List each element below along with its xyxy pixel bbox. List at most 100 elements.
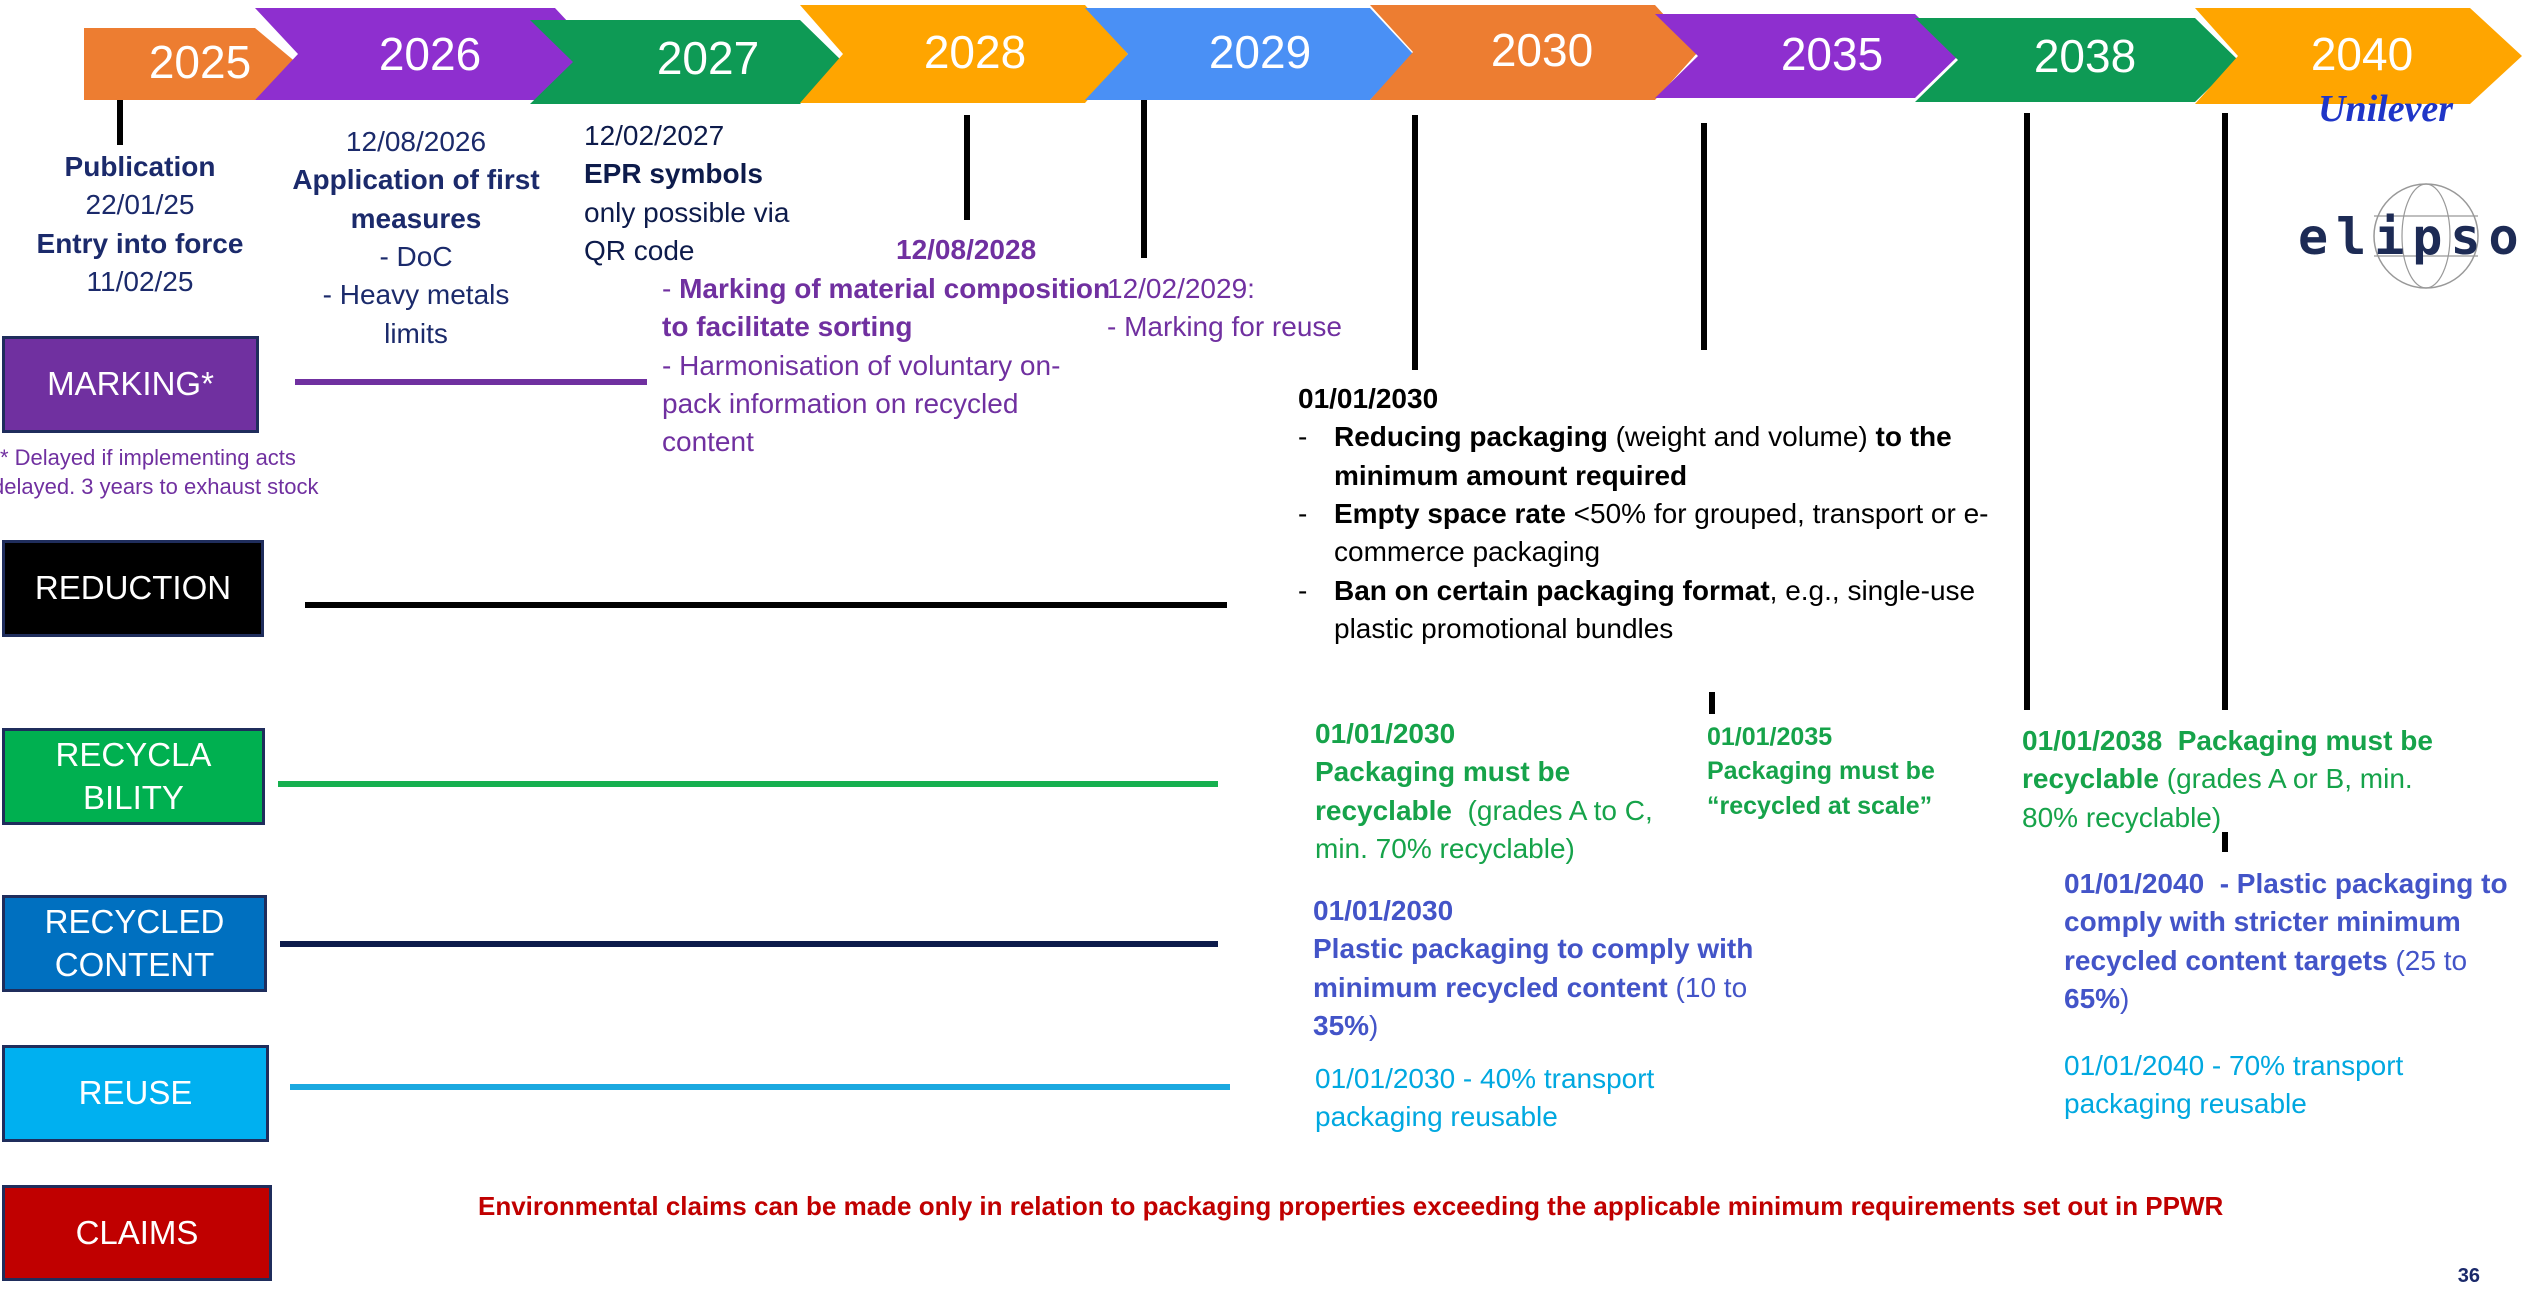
marking-note-line2: delayed. 3 years to exhaust stock <box>0 473 319 499</box>
year-2027: 2027 <box>657 32 759 84</box>
category-recycled-line2: CONTENT <box>54 945 215 983</box>
category-recycled-content: RECYCLED CONTENT <box>2 895 267 992</box>
milestone-2029-date: 12/02/2029: <box>1107 273 1255 304</box>
year-2026: 2026 <box>379 28 481 80</box>
page-number: 36 <box>2457 1265 2480 1287</box>
category-reduction-label: REDUCTION <box>34 569 232 607</box>
category-reuse: REUSE <box>2 1045 269 1142</box>
category-recyclability-line1: RECYCLA <box>55 735 212 773</box>
reduction-2030-item2: Empty space rate <50% for grouped, trans… <box>1298 495 2018 572</box>
milestone-2027-line3: QR code <box>584 235 695 267</box>
recycled-content-line <box>280 941 1218 947</box>
milestone-2026-item-doc: - DoC <box>379 241 453 273</box>
recyclability-2030-line1: Packaging must be <box>1315 756 1571 788</box>
unilever-logo: Unilever <box>2318 88 2454 130</box>
milestone-2028-dash: - <box>662 273 680 304</box>
reduction-2030-item3: Ban on certain packaging format, e.g., s… <box>1298 572 2018 649</box>
marker-2040 <box>2222 113 2228 710</box>
recycled-content-2030-line2: minimum recycled content (10 to <box>1313 971 1748 1003</box>
category-recycled-line1: RECYCLED <box>44 902 225 940</box>
milestone-2026: 12/08/2026 Application of first measures… <box>280 123 552 353</box>
marker-2029 <box>1141 100 1147 258</box>
recyclability-2035-line1: Packaging must be <box>1707 757 1935 786</box>
recyclability-2030-line3: min. 70% recyclable) <box>1315 833 1575 865</box>
timeline-segment-2040 <box>2195 8 2522 104</box>
year-2028: 2028 <box>924 26 1026 78</box>
recyclability-line <box>278 781 1218 787</box>
milestone-2028-item2-line2: pack information on recycled <box>662 388 1019 420</box>
reuse-2040-line1: 01/01/2040 - 70% transport <box>2064 1050 2404 1081</box>
marking-line <box>295 379 647 385</box>
reduction-2030-item1: Reducing packaging (weight and volume) t… <box>1298 418 2018 495</box>
entry-into-force-label: Entry into force <box>36 227 244 259</box>
milestone-2028-item2-line3: content <box>662 426 754 458</box>
recyclability-2038-line2: recyclable (grades A or B, min. <box>2022 763 2413 795</box>
timeline-bar: 2025 2026 2027 2028 2029 2030 2035 2038 … <box>84 5 2522 104</box>
category-recyclability: RECYCLA BILITY <box>2 728 265 825</box>
category-marking-label: MARKING* <box>47 365 214 403</box>
category-claims: CLAIMS <box>2 1185 272 1281</box>
category-reuse-label: REUSE <box>78 1074 193 1112</box>
recyclability-2038-line3: 80% recyclable) <box>2022 801 2222 833</box>
marker-2028 <box>964 115 970 220</box>
timeline-segment-2028 <box>800 5 1128 103</box>
category-reduction: REDUCTION <box>2 540 264 637</box>
recyclability-2030-date: 01/01/2030 <box>1315 718 1456 749</box>
milestone-2028-bold1: Marking of material composition <box>679 273 1111 304</box>
year-2038: 2038 <box>2034 30 2136 82</box>
publication-label: Publication <box>64 151 216 182</box>
reduction-line <box>305 602 1227 608</box>
milestone-2029-item: - Marking for reuse <box>1107 311 1342 343</box>
recyclability-2030-line2: recyclable (grades A to C, <box>1315 794 1653 826</box>
marker-2040-short <box>2222 832 2228 852</box>
year-2025: 2025 <box>149 36 251 88</box>
timeline-segment-2027 <box>530 20 843 104</box>
timeline-segment-2038 <box>1915 18 2238 102</box>
milestone-2026-item-metals-line2: limits <box>384 317 448 349</box>
recycled-content-2040-line3: recycled content targets (25 to <box>2064 944 2468 976</box>
recycled-content-2040-line4: 65%) <box>2064 983 2130 1015</box>
timeline-segment-2035 <box>1655 14 1958 98</box>
claims-statement: Environmental claims can be made only in… <box>478 1191 2224 1221</box>
milestone-2027-line2: only possible via <box>584 196 790 228</box>
milestone-2027-title: EPR symbols <box>584 158 763 190</box>
year-2040: 2040 <box>2311 28 2413 80</box>
timeline-segment-2030 <box>1370 5 1698 100</box>
category-marking: MARKING* <box>2 336 259 433</box>
recyclability-2038-line1: 01/01/2038 Packaging must be <box>2022 725 2433 756</box>
timeline-segment-2029 <box>1085 8 1413 100</box>
marking-note: * Delayed if implementing acts delayed. … <box>0 444 319 501</box>
milestone-2028-item1-line1: - Marking of material composition <box>662 270 1122 308</box>
elipso-logo: elipso <box>2298 176 2522 296</box>
recycled-content-2030-line1: Plastic packaging to comply with <box>1313 933 1754 965</box>
milestone-2027: 12/02/2027 EPR symbols only possible via… <box>584 117 884 270</box>
recyclability-2038: 01/01/2038 Packaging must be recyclable … <box>2022 722 2462 837</box>
category-recyclability-line2: BILITY <box>83 778 184 816</box>
marker-2030 <box>1412 115 1418 370</box>
milestone-2025: Publication 22/01/25 Entry into force 11… <box>20 148 260 301</box>
marker-2035-short <box>1709 692 1715 714</box>
reuse-2040-line2: packaging reusable <box>2064 1088 2307 1120</box>
recycled-content-2030-line3: 35%) <box>1313 1010 1379 1042</box>
recyclability-2035: 01/01/2035 Packaging must be “recycled a… <box>1707 720 1967 823</box>
marker-2025 <box>117 100 123 145</box>
reuse-2030-line2: packaging reusable <box>1315 1101 1558 1133</box>
recycled-content-2030-date: 01/01/2030 <box>1313 895 1454 926</box>
recycled-content-2030: 01/01/2030 Plastic packaging to comply w… <box>1313 892 1783 1045</box>
recyclability-2030: 01/01/2030 Packaging must be recyclable … <box>1315 715 1695 868</box>
category-claims-label: CLAIMS <box>75 1213 199 1251</box>
elipso-logo-text: elipso <box>2298 208 2522 266</box>
publication-date: 22/01/25 <box>85 189 195 221</box>
reuse-2040: 01/01/2040 - 70% transport packaging reu… <box>2064 1047 2484 1124</box>
marker-2038 <box>2024 113 2030 710</box>
reduction-2030-date: 01/01/2030 <box>1298 383 1439 414</box>
milestone-2027-date: 12/02/2027 <box>584 120 725 151</box>
timeline-segment-2025 <box>84 28 298 100</box>
milestone-2029: 12/02/2029: - Marking for reuse <box>1107 270 1407 347</box>
recycled-content-2040-line2: comply with stricter minimum <box>2064 906 2461 938</box>
milestone-2026-item-metals-line1: - Heavy metals <box>322 279 510 311</box>
timeline-segment-2026 <box>255 8 598 100</box>
year-2029: 2029 <box>1209 26 1311 78</box>
milestone-2026-date: 12/08/2026 <box>345 126 487 157</box>
elipso-globe-icon <box>2373 183 2479 289</box>
